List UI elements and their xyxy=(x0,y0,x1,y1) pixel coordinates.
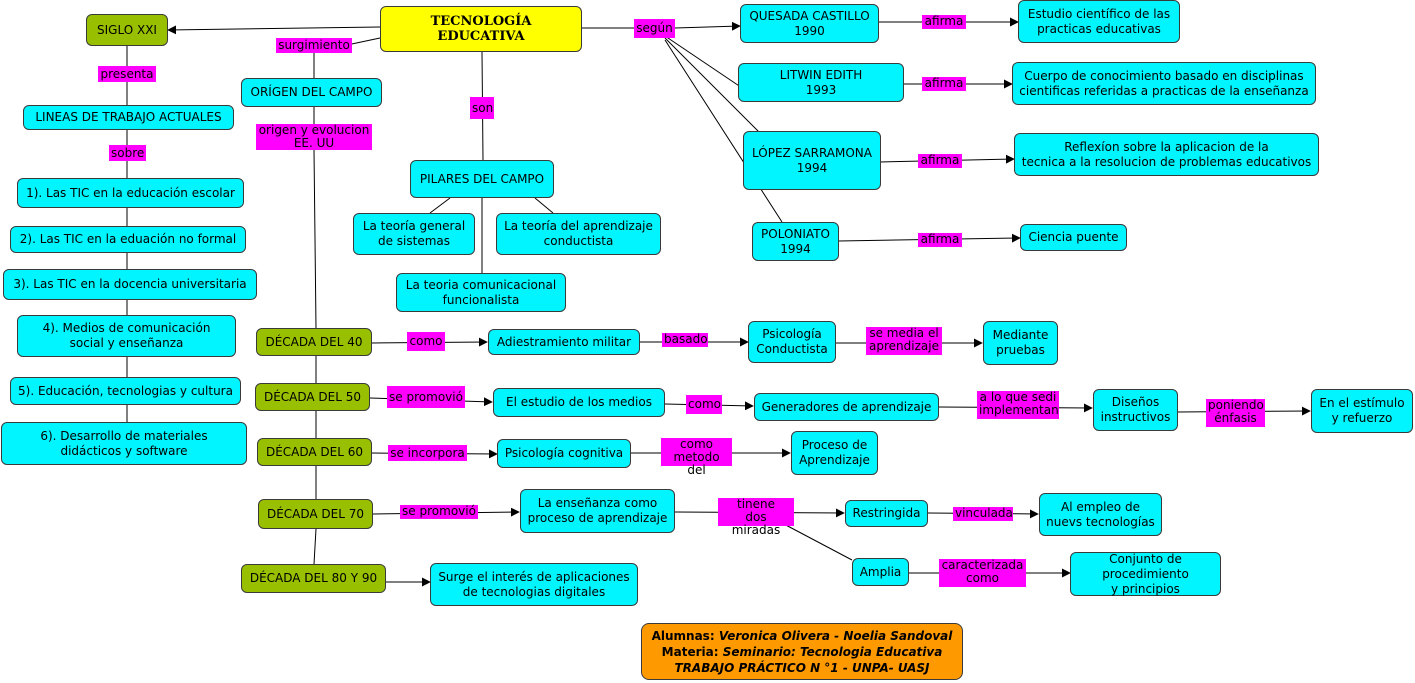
lineas-trabajo-node[interactable]: LINEAS DE TRABAJO ACTUALES xyxy=(23,105,234,130)
footer-materia: Materia: Seminario: Tecnologia Educativa xyxy=(661,644,943,659)
psicologia-cognitiva-node[interactable]: Psicología cognitiva xyxy=(497,439,631,468)
label-como-50: como xyxy=(686,395,722,414)
ciencia-puente-node[interactable]: Ciencia puente xyxy=(1020,224,1127,251)
disenos-instructivos-node[interactable]: Diseños instructivos xyxy=(1093,389,1178,431)
label-presenta: presenta xyxy=(98,66,156,82)
estudio-medios-node[interactable]: El estudio de los medios xyxy=(493,388,665,417)
lopez-sarramona-node[interactable]: LÓPEZ SARRAMONA 1994 xyxy=(743,131,881,190)
teoria-conductista-node[interactable]: La teoría del aprendizaje conductista xyxy=(496,213,661,255)
siglo-xxi-node[interactable]: SIGLO XXI xyxy=(86,14,168,46)
mediante-pruebas-node[interactable]: Mediante pruebas xyxy=(983,321,1058,365)
poloniato-node[interactable]: POLONIATO 1994 xyxy=(752,222,839,261)
label-afirma-2: afirma xyxy=(922,77,966,91)
label-poniendo-enfasis: poniendo énfasis xyxy=(1206,398,1265,427)
teoria-comunicacional-node[interactable]: La teoria comunicacional funcionalista xyxy=(396,273,566,312)
teoria-sistemas-node[interactable]: La teoría general de sistemas xyxy=(353,213,475,255)
ensenanza-proceso-node[interactable]: La enseñanza como proceso de aprendizaje xyxy=(520,489,675,533)
label-surgimiento: surgimiento xyxy=(276,38,352,53)
label-a-lo-que: a lo que sedi implementan xyxy=(977,390,1059,419)
conjunto-procedimiento-node[interactable]: Conjunto de procedimiento y principios xyxy=(1070,552,1221,596)
footer-trabajo: TRABAJO PRÁCTICO N °1 - UNPA- UASJ xyxy=(674,660,930,675)
estimulo-refuerzo-node[interactable]: En el estímulo y refuerzo xyxy=(1311,389,1413,433)
label-vinculada: vinculada xyxy=(953,506,1013,521)
proceso-aprendizaje-node[interactable]: Proceso de Aprendizaje xyxy=(791,431,878,475)
amplia-node[interactable]: Amplia xyxy=(852,558,909,586)
linea-4-node[interactable]: 4). Medios de comunicación social y ense… xyxy=(17,315,236,357)
surge-interes-node[interactable]: Surge el interés de aplicaciones de tecn… xyxy=(430,563,638,606)
label-se-promovio-70: se promovió xyxy=(400,505,478,519)
label-afirma-3: afirma xyxy=(918,154,962,168)
origen-campo-node[interactable]: ORÍGEN DEL CAMPO xyxy=(241,78,382,107)
label-son: son xyxy=(470,97,494,119)
linea-2-node[interactable]: 2). Las TIC en la eduación no formal xyxy=(10,226,246,253)
label-se-promovio-50: se promovió xyxy=(387,386,465,408)
reflexion-node[interactable]: Reflexíon sobre la aplicacion de la tecn… xyxy=(1014,133,1319,176)
label-como-metodo: como metodo del xyxy=(661,438,732,477)
decada-70-node[interactable]: DÉCADA DEL 70 xyxy=(258,499,373,529)
label-sobre: sobre xyxy=(109,145,146,161)
al-empleo-node[interactable]: Al empleo de nuevs tecnologías xyxy=(1039,493,1162,536)
label-basado: basado xyxy=(662,332,708,347)
label-segun: según xyxy=(634,19,675,38)
label-como-40: como xyxy=(407,332,445,351)
linea-5-node[interactable]: 5). Educación, tecnologias y cultura xyxy=(10,377,241,405)
adiestramiento-militar-node[interactable]: Adiestramiento militar xyxy=(488,329,640,355)
footer-alumnas: Alumnas: Veronica Olivera - Noelia Sando… xyxy=(651,628,953,643)
label-afirma-1: afirma xyxy=(922,15,966,29)
decada-50-node[interactable]: DÉCADA DEL 50 xyxy=(255,383,370,411)
litwin-edith-node[interactable]: LITWIN EDITH 1993 xyxy=(738,63,904,102)
linea-6-node[interactable]: 6). Desarrollo de materiales didácticos … xyxy=(1,422,247,465)
psicologia-conductista-node[interactable]: Psicología Conductista xyxy=(748,321,836,363)
quesada-castillo-node[interactable]: QUESADA CASTILLO 1990 xyxy=(740,4,879,43)
label-se-media: se media el aprendizaje xyxy=(866,327,942,355)
pilares-campo-node[interactable]: PILARES DEL CAMPO xyxy=(410,160,554,198)
label-se-incorpora: se incorpora xyxy=(388,445,467,461)
label-tienen-dos-miradas: tinene dos miradas xyxy=(718,498,794,537)
tecnologia-educativa-node[interactable]: TECNOLOGÍA EDUCATIVA xyxy=(380,6,582,52)
decada-80-90-node[interactable]: DÉCADA DEL 80 Y 90 xyxy=(241,564,386,593)
label-origen-evolucion: origen y evolucion EE. UU xyxy=(256,124,372,150)
label-afirma-4: afirma xyxy=(918,233,962,247)
linea-1-node[interactable]: 1). Las TIC en la educación escolar xyxy=(17,178,244,208)
decada-40-node[interactable]: DÉCADA DEL 40 xyxy=(256,328,372,356)
restringida-node[interactable]: Restringida xyxy=(845,500,928,527)
linea-3-node[interactable]: 3). Las TIC en la docencia universitaria xyxy=(3,269,257,300)
footer-credits: Alumnas: Veronica Olivera - Noelia Sando… xyxy=(641,623,963,680)
generadores-aprendizaje-node[interactable]: Generadores de aprendizaje xyxy=(754,393,939,421)
estudio-cientifico-node[interactable]: Estudio científico de las practicas educ… xyxy=(1018,0,1180,43)
decada-60-node[interactable]: DÉCADA DEL 60 xyxy=(257,438,372,466)
label-caracterizada-como: caracterizada como xyxy=(939,559,1026,587)
cuerpo-conocimiento-node[interactable]: Cuerpo de conocimiento basado en discipl… xyxy=(1012,62,1316,105)
